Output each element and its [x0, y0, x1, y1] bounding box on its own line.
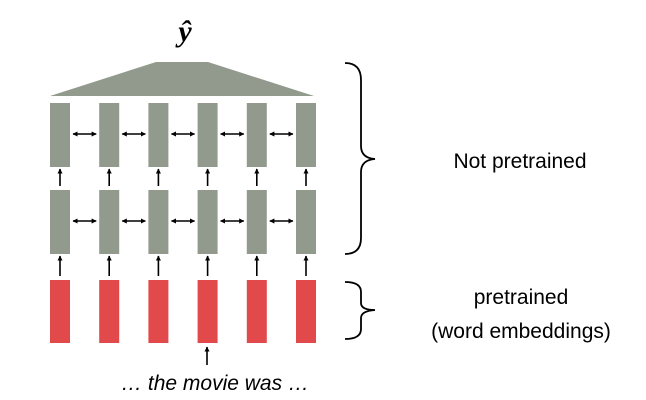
embedding-cell-0: [50, 280, 70, 343]
lstm-cell-top-5: [296, 103, 316, 167]
output-y-hat-label: ŷ: [175, 15, 192, 48]
brace-label-word-embeddings: (word embeddings): [431, 320, 611, 343]
embedding-cell-4: [246, 280, 267, 343]
input-sentence: … the movie was …: [121, 372, 309, 395]
curly-brace-icon-bottom: [344, 281, 376, 340]
lstm-cell-bottom-1: [99, 190, 120, 254]
lstm-cell-top-3: [197, 103, 218, 167]
lstm-cell-top-0: [50, 103, 70, 167]
embedding-cell-1: [99, 280, 120, 343]
brace-label-pretrained: pretrained: [474, 286, 569, 309]
lstm-cell-bottom-5: [296, 190, 316, 254]
lstm-cell-bottom-2: [148, 190, 169, 254]
brace-label-not-pretrained: Not pretrained: [453, 150, 586, 173]
lstm-cell-top-4: [246, 103, 267, 167]
embedding-cell-3: [197, 280, 218, 343]
embedding-cell-2: [148, 280, 169, 343]
lstm-cell-bottom-4: [246, 190, 267, 254]
lstm-cell-top-2: [148, 103, 169, 167]
network-layers: [50, 103, 316, 343]
output-layer-trapezoid: [50, 62, 314, 96]
curly-brace-icon-top: [344, 62, 376, 255]
lstm-cell-bottom-3: [197, 190, 218, 254]
lstm-cell-top-1: [99, 103, 120, 167]
lstm-cell-bottom-0: [50, 190, 70, 254]
embedding-cell-5: [296, 280, 316, 343]
